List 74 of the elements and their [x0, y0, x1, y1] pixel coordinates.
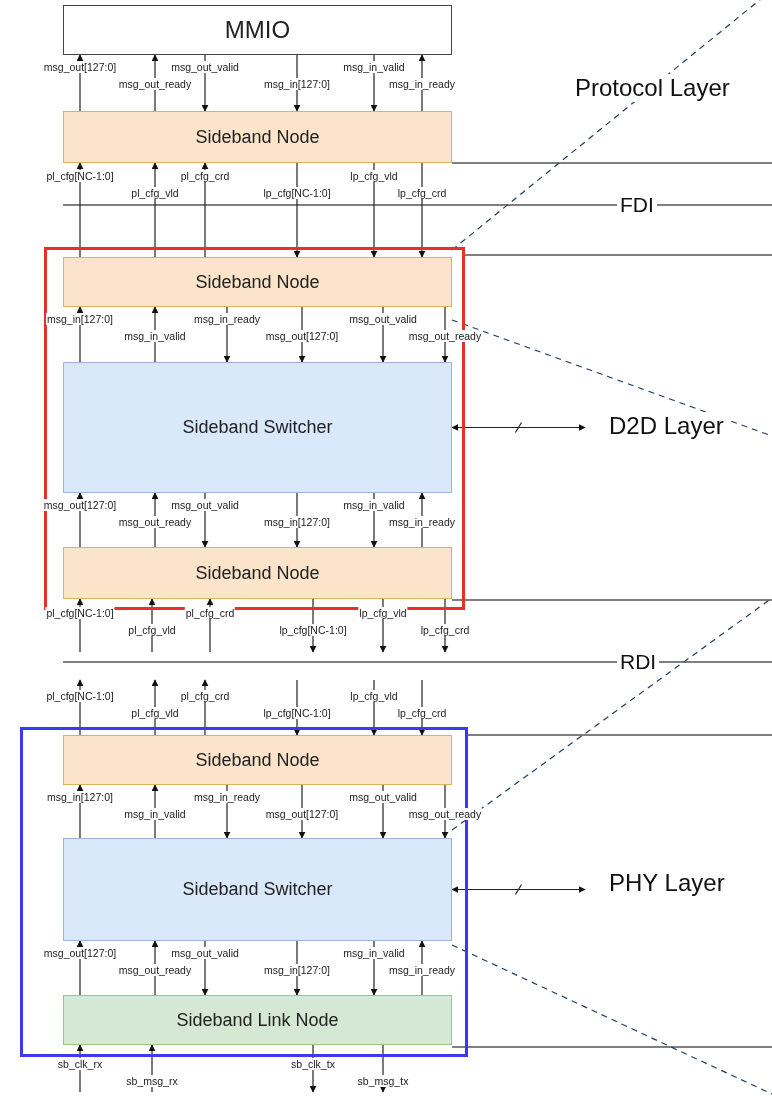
signal-arrow: [76, 679, 84, 736]
signal-label: msg_out_ready: [117, 78, 193, 90]
signal-label: msg_in[127:0]: [46, 313, 114, 325]
signal-label: pl_cfg_crd: [184, 607, 236, 619]
signal-arrow: [201, 679, 209, 736]
signal-label: msg_out[127:0]: [264, 330, 340, 342]
signal-label: msg_out_valid: [170, 947, 240, 959]
signal-label: lp_cfg[NC-1:0]: [278, 624, 348, 636]
signal-label: msg_in_valid: [342, 61, 406, 73]
signal-label: msg_out_valid: [170, 61, 240, 73]
signal-label: pl_cfg_vld: [127, 624, 177, 636]
signal-arrow: [293, 162, 301, 258]
signal-label: pl_cfg[NC-1:0]: [45, 170, 115, 182]
signal-label: msg_in_valid: [342, 499, 406, 511]
signal-label: msg_in_ready: [193, 791, 261, 803]
signal-label: msg_in_ready: [193, 313, 261, 325]
signal-label: msg_out[127:0]: [42, 947, 118, 959]
signal-arrow: [370, 679, 378, 736]
signal-arrow: [76, 162, 84, 258]
signal-label: msg_out_ready: [117, 964, 193, 976]
signal-label: lp_cfg_crd: [419, 624, 471, 636]
signal-label: sb_clk_tx: [290, 1058, 336, 1070]
signal-label: pl_cfg_vld: [130, 707, 180, 719]
signal-arrow: [151, 162, 159, 258]
signal-label: msg_in[127:0]: [263, 516, 331, 528]
signal-label: lp_cfg_vld: [349, 690, 399, 702]
signal-label: msg_in[127:0]: [263, 78, 331, 90]
signal-arrow: [293, 679, 301, 736]
signal-label: msg_out_valid: [348, 791, 418, 803]
sideband-node-block: Sideband Node: [63, 111, 452, 163]
signal-label: lp_cfg_crd: [396, 187, 448, 199]
signal-label: msg_out_ready: [407, 808, 483, 820]
signal-label: msg_out[127:0]: [42, 499, 118, 511]
signal-label: msg_out_valid: [348, 313, 418, 325]
sideband-link-node-block: Sideband Link Node: [63, 995, 452, 1045]
sideband-switcher-block: Sideband Switcher: [63, 362, 452, 493]
signal-arrow: [201, 162, 209, 258]
signal-label: msg_in_ready: [388, 964, 456, 976]
signal-label: msg_out_ready: [407, 330, 483, 342]
signal-label: pl_cfg_vld: [130, 187, 180, 199]
signal-label: msg_out[127:0]: [42, 61, 118, 73]
sideband-node-block: Sideband Node: [63, 735, 452, 785]
signal-label: pl_cfg[NC-1:0]: [45, 690, 115, 702]
signal-label: sb_clk_rx: [56, 1058, 104, 1070]
signal-label: msg_out_valid: [170, 499, 240, 511]
signal-arrow: [418, 679, 426, 736]
signal-label: lp_cfg_crd: [396, 707, 448, 719]
signal-label: lp_cfg[NC-1:0]: [262, 707, 332, 719]
sideband-node-block: Sideband Node: [63, 257, 452, 307]
signal-label: msg_in_ready: [388, 516, 456, 528]
signal-label: msg_in[127:0]: [263, 964, 331, 976]
signal-arrow: [370, 162, 378, 258]
signal-label: msg_in_valid: [123, 330, 187, 342]
signal-label: sb_msg_tx: [356, 1075, 410, 1087]
sideband-node-block: Sideband Node: [63, 547, 452, 599]
signal-label: msg_in_valid: [123, 808, 187, 820]
signal-label: msg_in_valid: [342, 947, 406, 959]
bidirectional-arrow: [451, 424, 586, 431]
bidirectional-arrow: [451, 886, 586, 893]
signal-label: lp_cfg[NC-1:0]: [262, 187, 332, 199]
signal-label: sb_msg_rx: [125, 1075, 179, 1087]
signal-label: lp_cfg_vld: [358, 607, 408, 619]
signal-label: lp_cfg_vld: [349, 170, 399, 182]
signal-label: msg_out[127:0]: [264, 808, 340, 820]
signal-label: pl_cfg_crd: [179, 690, 231, 702]
signal-arrow: [418, 162, 426, 258]
signal-label: pl_cfg_crd: [179, 170, 231, 182]
signal-label: msg_out_ready: [117, 516, 193, 528]
sideband-switcher-block: Sideband Switcher: [63, 838, 452, 941]
signal-arrow: [151, 679, 159, 736]
signal-label: msg_in[127:0]: [46, 791, 114, 803]
mmio-block: MMIO: [63, 5, 452, 55]
signal-label: pl_cfg[NC-1:0]: [45, 607, 115, 619]
signal-label: msg_in_ready: [388, 78, 456, 90]
